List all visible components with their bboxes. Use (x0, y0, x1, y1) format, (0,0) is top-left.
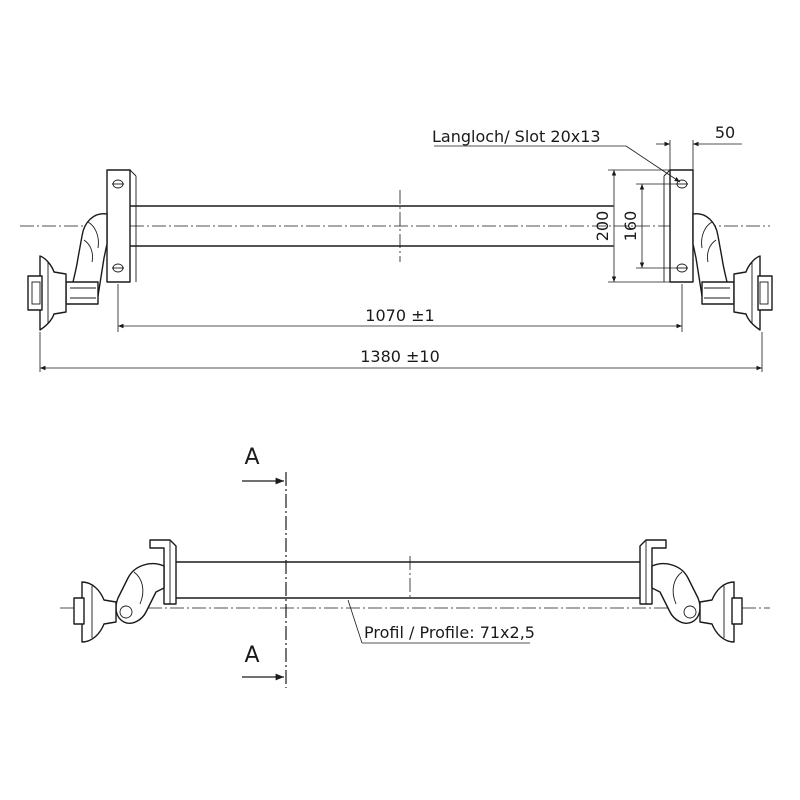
dimension-height-inner: 160 (621, 183, 676, 269)
top-view: 1070 ±1 1380 ±10 200 160 (20, 123, 773, 372)
dim-slot-offset-label: 50 (715, 123, 735, 142)
slot-label: Langloch/ Slot 20x13 (432, 127, 601, 146)
right-mount-bracket (663, 169, 694, 283)
dimension-height-outer: 200 (593, 169, 670, 283)
front-right-suspension-hub (651, 562, 743, 643)
left-suspension-hub (27, 213, 108, 331)
right-suspension-hub (692, 213, 773, 331)
axle-tube (129, 205, 614, 247)
dim-height-inner-label: 160 (621, 211, 640, 242)
front-view: A A Profil / Profile: 71x2,5 (60, 445, 770, 688)
dimension-total-width: 1380 ±10 (39, 332, 763, 372)
profile-label: Profil / Profile: 71x2,5 (364, 623, 535, 642)
front-axle-tube (175, 561, 647, 599)
section-label-bottom: A (244, 643, 259, 668)
section-line-a: A A (242, 445, 287, 688)
dim-mount-width-label: 1070 ±1 (365, 306, 434, 325)
dim-total-width-label: 1380 ±10 (360, 347, 440, 366)
profile-callout: Profil / Profile: 71x2,5 (347, 599, 535, 644)
front-left-bracket (149, 539, 177, 605)
front-right-bracket (639, 539, 667, 605)
dim-height-outer-label: 200 (593, 211, 612, 242)
dimension-mount-width: 1070 ±1 (117, 284, 683, 332)
dimension-slot-offset: 50 (656, 123, 742, 170)
front-left-suspension-hub (73, 562, 165, 643)
slot-callout: Langloch/ Slot 20x13 (432, 127, 681, 183)
section-label-top: A (244, 445, 259, 470)
